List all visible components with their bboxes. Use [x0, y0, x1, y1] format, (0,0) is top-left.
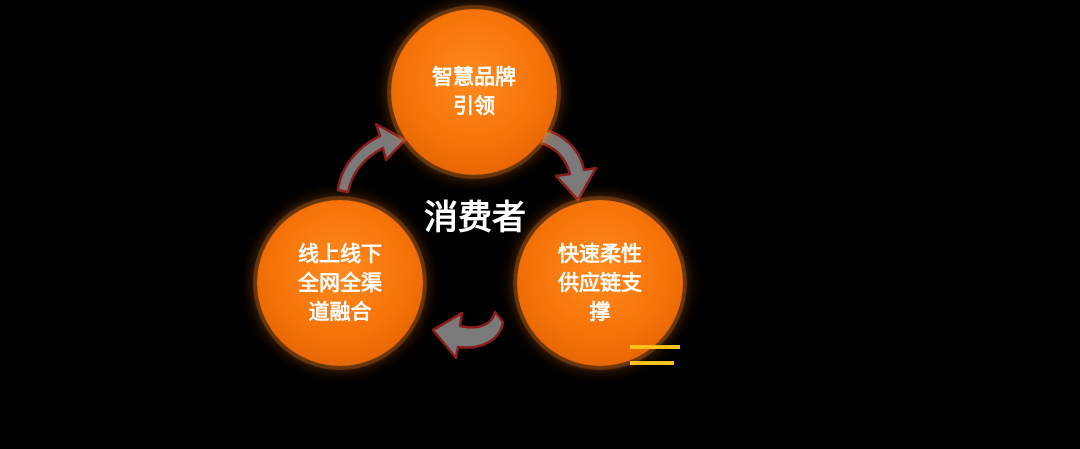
- center-consumer-label: 消费者: [424, 198, 526, 238]
- node-smart-brand: 智慧品牌 引领: [391, 9, 557, 175]
- node-omnichannel: 线上线下 全网全渠 道融合: [257, 200, 423, 366]
- node-supply-chain: 快速柔性 供应链支 撑: [517, 200, 683, 366]
- arrow-left-to-top: [336, 122, 407, 194]
- accent-line-bottom: [630, 361, 674, 365]
- arrow-top-to-right: [538, 128, 598, 202]
- node-supply-chain-label: 快速柔性 供应链支 撑: [558, 241, 642, 324]
- accent-lines: [630, 343, 682, 369]
- arrow-right-to-left: [431, 310, 505, 360]
- accent-line-top: [630, 345, 680, 349]
- node-smart-brand-label: 智慧品牌 引领: [432, 65, 516, 118]
- node-omnichannel-label: 线上线下 全网全渠 道融合: [298, 241, 382, 324]
